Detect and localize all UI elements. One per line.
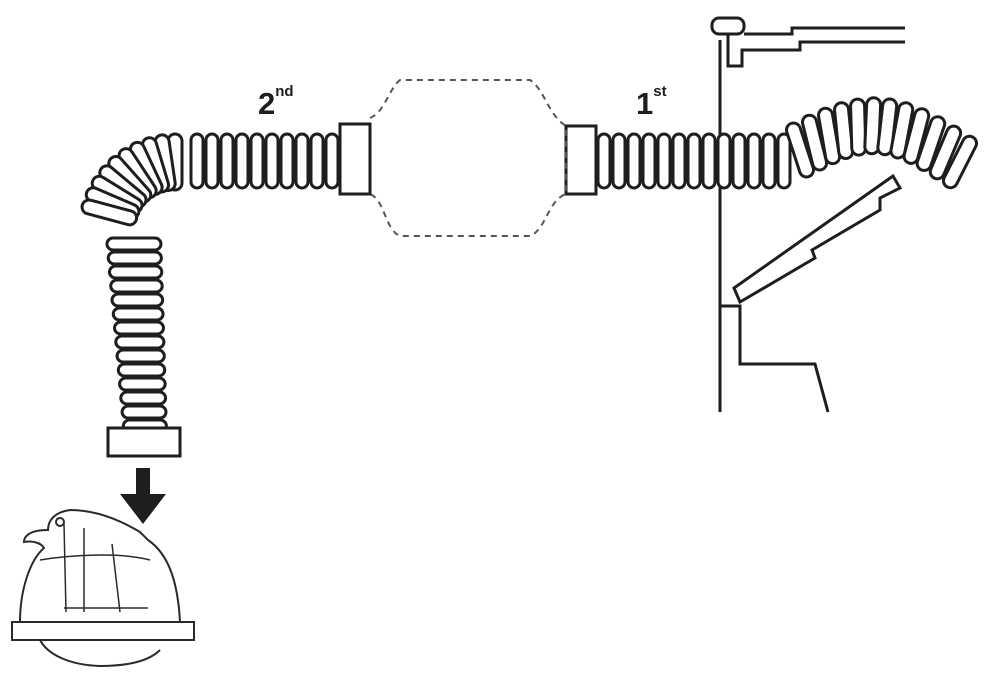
hose-rib	[941, 134, 979, 190]
hose-rib	[264, 132, 280, 190]
second-number: 2	[258, 86, 276, 121]
hose-rib	[686, 132, 702, 190]
hose-rib	[115, 348, 166, 364]
hose-rib	[120, 404, 168, 420]
hose-rib	[249, 132, 265, 190]
hose-rib	[671, 132, 687, 190]
hose-rib	[279, 132, 295, 190]
hose-rib	[915, 115, 947, 172]
window-frame-icon	[710, 16, 905, 413]
hose-rib	[111, 306, 165, 322]
hose-rib	[324, 132, 340, 190]
hose-rib	[761, 132, 777, 190]
hose-rib	[611, 132, 627, 190]
hose-rib	[119, 390, 168, 406]
second-hose	[80, 122, 372, 458]
hose-rib	[110, 292, 165, 308]
hose-rib	[113, 320, 165, 336]
hose-rib	[109, 278, 164, 294]
hose-rib	[105, 236, 163, 252]
hose-rib	[889, 101, 915, 160]
second-suffix: nd	[275, 83, 294, 100]
hose-rib	[116, 362, 167, 378]
hose-rib	[928, 124, 963, 181]
hose-rib	[107, 264, 164, 280]
hose-rib	[902, 107, 931, 165]
hose-rib	[114, 334, 166, 350]
hose-rib	[309, 132, 325, 190]
hose-rib	[785, 121, 815, 179]
first-suffix: st	[653, 83, 667, 100]
hose-rib	[656, 132, 672, 190]
hose-rib	[731, 132, 747, 190]
robot-vacuum-base-icon	[11, 508, 195, 668]
hose-rib	[219, 132, 235, 190]
hose-rib	[294, 132, 310, 190]
hose-rib	[204, 132, 220, 190]
hose-rib	[716, 132, 732, 190]
hose-rib	[626, 132, 642, 190]
first-hose	[564, 96, 979, 196]
hose-rib	[776, 132, 792, 190]
hose-rib	[234, 132, 250, 190]
hose-rib	[106, 250, 163, 266]
hose-rib	[641, 132, 657, 190]
adapter-dashed-outline	[369, 79, 567, 237]
first-number: 1	[636, 86, 654, 121]
hose-rib	[746, 132, 762, 190]
hose-rib	[80, 198, 139, 227]
second-hose-label: 2nd	[258, 84, 294, 121]
hose-rib	[118, 376, 167, 392]
down-arrow-icon	[120, 468, 166, 524]
hose-rib	[596, 132, 612, 190]
hose-rib	[189, 132, 205, 190]
first-hose-label: 1st	[636, 84, 667, 121]
hose-rib	[701, 132, 717, 190]
